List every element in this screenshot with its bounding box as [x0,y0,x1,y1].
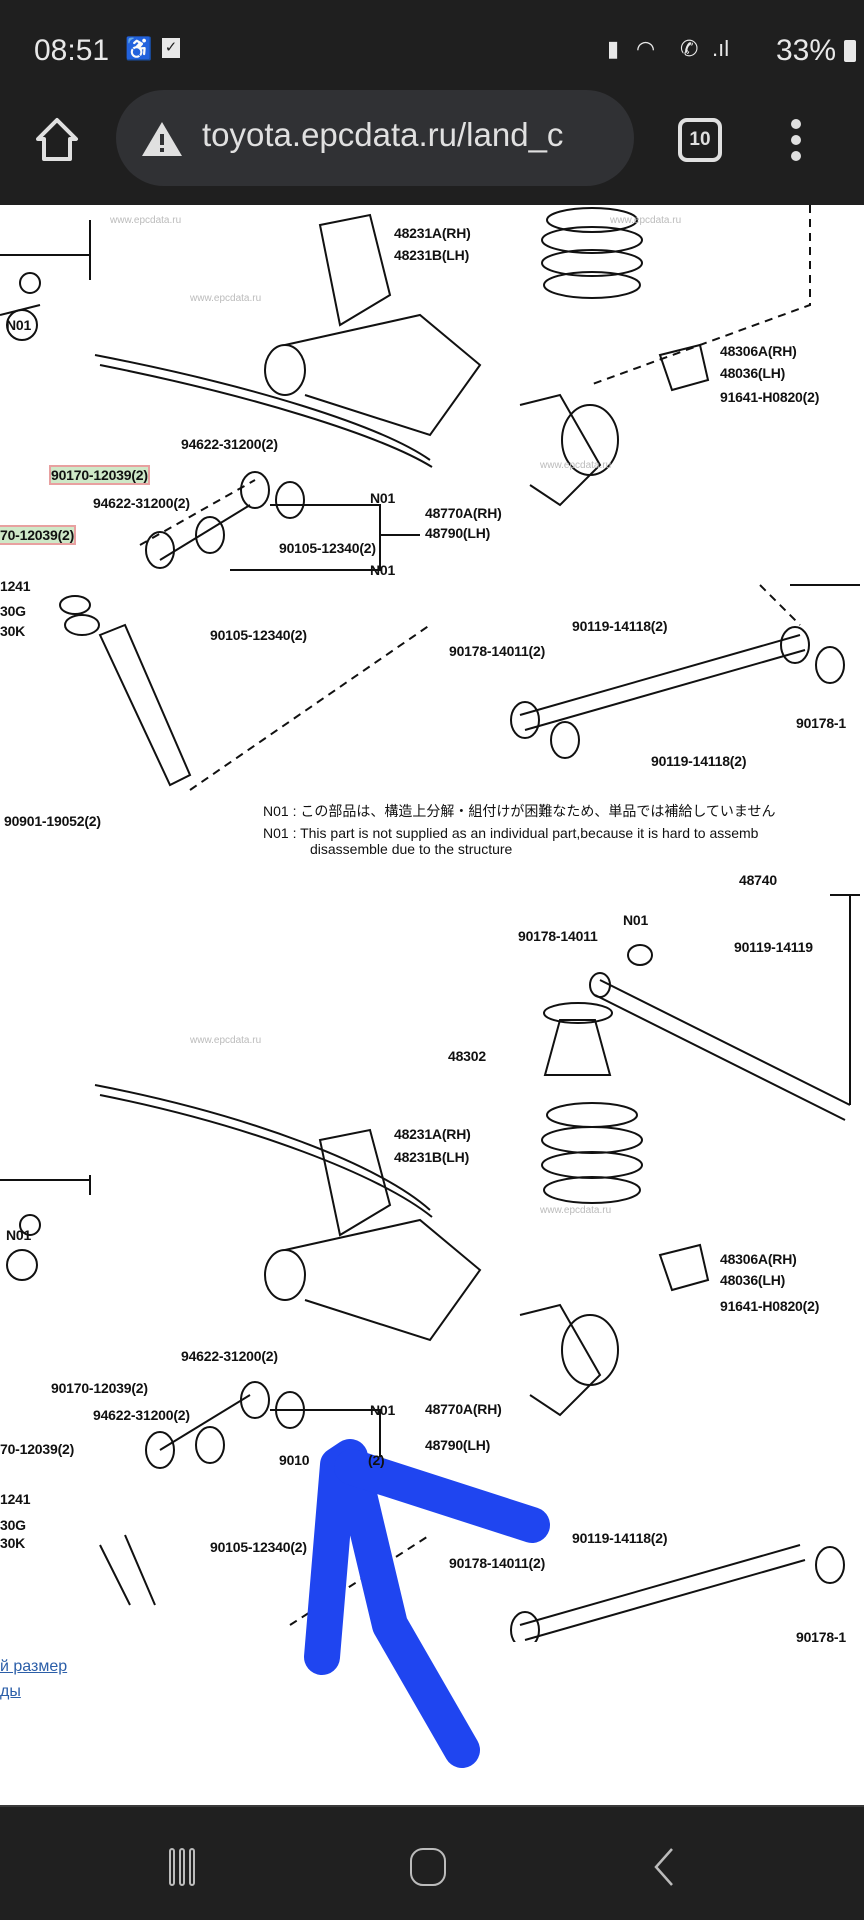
shock-absorber [98,623,192,787]
back-icon[interactable] [652,1847,676,1887]
spring-top [541,207,643,299]
watermark: www.epcdata.ru [610,215,682,226]
part-label[interactable]: 9010 [279,1452,310,1468]
part-label-highlighted[interactable]: 70-12039(2) [0,525,77,545]
link-tables[interactable]: ды [0,1683,21,1700]
part-label[interactable]: 48306A(RH) [720,343,797,359]
part-label[interactable]: 94622-31200(2) [93,1407,190,1423]
part-label: N01 [623,912,649,928]
part-label[interactable]: 48790(LH) [425,525,491,541]
part-label[interactable]: 1241 [0,1491,31,1507]
home-icon[interactable] [34,117,80,163]
address-bar[interactable]: toyota.epcdata.ru/land_c [116,90,634,186]
part-label: N01 [370,1402,396,1418]
part-label[interactable]: 90105-12340(2) [210,1539,307,1555]
part-label[interactable]: 94622-31200(2) [181,436,278,452]
battery-icon [844,40,856,62]
watermark: www.epcdata.ru [110,215,182,226]
wifi-icon: ◠ [636,36,656,61]
part-label[interactable]: 90178-14011(2) [449,1555,546,1571]
part-label: N01 [6,1227,32,1243]
stabilizer-bar [94,354,431,461]
part-label[interactable]: 48231A(RH) [394,225,471,241]
part-label[interactable]: (2) [368,1452,385,1468]
note-english: N01 : This part is not supplied as an in… [263,825,759,841]
part-label[interactable]: 94622-31200(2) [181,1348,278,1364]
part-label[interactable]: 48302 [448,1048,486,1064]
part-label-highlighted[interactable]: 90170-12039(2) [49,465,150,485]
part-label[interactable]: 30G [0,603,26,619]
part-label[interactable]: 90119-14118(2) [572,1530,668,1546]
part-label[interactable]: 48306A(RH) [720,1251,797,1267]
part-label[interactable]: 90901-19052(2) [4,813,101,829]
part-label[interactable]: 94622-31200(2) [93,495,190,511]
bump-boot [543,1019,612,1076]
part-label[interactable]: 48231A(RH) [394,1126,471,1142]
part-label: N01 [6,317,32,333]
note-japanese: N01 : この部品は、構造上分解・組付けが困難なため、単品では補給していません [263,803,776,819]
battery-level: 33% [775,34,836,67]
browser-toolbar: toyota.epcdata.ru/land_c 10 [0,90,864,205]
part-label[interactable]: 1241 [0,578,31,594]
wifi-call-icon: ✆ [680,36,699,61]
parts-diagram-drawing [0,205,864,1805]
part-label[interactable]: 48036(LH) [720,1272,786,1288]
link-size[interactable]: й размер [0,1658,68,1675]
part-label[interactable]: 90178-1 [796,1629,846,1645]
part-label[interactable]: 90170-12039(2) [51,1380,148,1396]
url-text[interactable]: toyota.epcdata.ru/land_c [202,116,564,153]
part-label[interactable]: 90178-14011 [518,928,598,944]
part-label[interactable]: 90178-14011(2) [449,643,546,659]
hand-drawn-arrow-annotation [304,1439,550,1768]
part-label[interactable]: 48231B(LH) [394,1149,470,1165]
note-english-cont: disassemble due to the structure [310,841,513,857]
clock: 08:51 [34,34,110,67]
page-content: 48231A(RH) 48231B(LH) N01 48306A(RH) 480… [0,205,864,1805]
watermark: www.epcdata.ru [540,460,612,471]
part-label[interactable]: 90119-14118(2) [651,753,747,769]
part-label[interactable]: 48036(LH) [720,365,786,381]
watermark: www.epcdata.ru [190,293,262,304]
part-label[interactable]: 91641-H0820(2) [720,389,820,405]
recents-icon[interactable] [168,1847,196,1887]
part-label[interactable]: 48740 [739,872,777,888]
watermark: www.epcdata.ru [540,1205,612,1216]
part-label[interactable]: 30K [0,623,26,639]
part-label[interactable]: 48231B(LH) [394,247,470,263]
android-nav-bar [0,1805,864,1920]
part-label[interactable]: 90119-14118(2) [572,618,668,634]
watermark: www.epcdata.ru [190,1035,262,1046]
home-button-icon[interactable] [408,1847,448,1887]
part-label[interactable]: 91641-H0820(2) [720,1298,820,1314]
battery-saver-icon: ▮ [607,36,620,61]
part-label[interactable]: 30G [0,1517,26,1533]
part-label[interactable]: 90178-1 [796,715,846,731]
part-label[interactable]: 90105-12340(2) [210,627,307,643]
part-label[interactable]: 90105-12340(2) [279,540,376,556]
menu-icon[interactable] [786,117,806,163]
accessibility-icon: ♿ [125,36,153,61]
status-bar: 08:51 ♿ ✓ ▮ ◠ ✆ .ıl 33% [0,0,864,100]
tabs-button[interactable]: 10 [678,118,722,162]
warning-icon[interactable] [140,120,184,158]
part-label[interactable]: 48790(LH) [425,1437,491,1453]
part-label[interactable]: 90119-14119 [734,939,813,955]
part-label[interactable]: 30K [0,1535,26,1551]
part-label: N01 [370,562,396,578]
part-label: N01 [370,490,396,506]
checkbox-icon: ✓ [162,38,180,58]
part-label[interactable]: 70-12039(2) [0,1441,75,1457]
part-label[interactable]: 48770A(RH) [425,505,502,521]
part-label[interactable]: 48770A(RH) [425,1401,502,1417]
bracket [318,213,392,327]
bump-stop [658,343,710,392]
spring-bottom [541,1102,643,1204]
signal-icon: .ıl [712,36,730,61]
